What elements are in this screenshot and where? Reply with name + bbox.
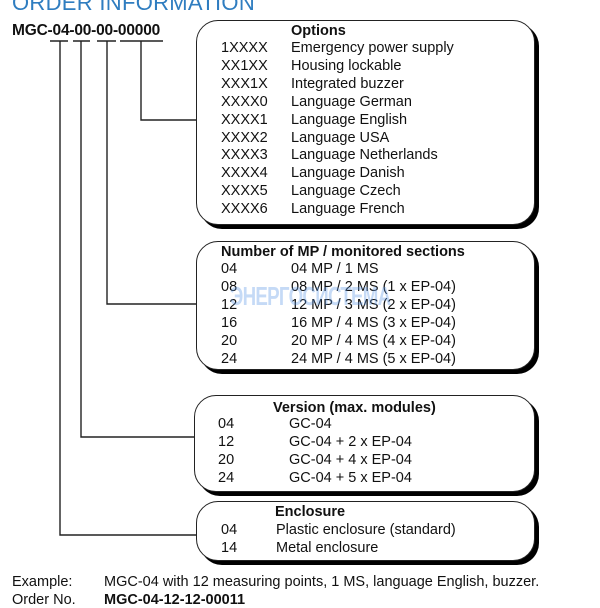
option-code: XXXX1 xyxy=(221,111,268,128)
option-description: 12 MP / 3 MS (2 x EP-04) xyxy=(291,296,456,313)
enclosure-box: Enclosure xyxy=(196,501,535,561)
option-code: XXXX6 xyxy=(221,201,268,218)
order-number-label: Order No. xyxy=(12,592,76,608)
page-title: ORDER INFORMATION xyxy=(12,0,256,15)
measuring-points-heading: Number of MP / monitored sections xyxy=(221,244,465,260)
option-description: Housing lockable xyxy=(291,57,402,74)
option-description: GC-04 + 5 x EP-04 xyxy=(289,469,412,486)
option-description: GC-04 xyxy=(289,416,332,432)
example-label: Example: xyxy=(12,574,73,590)
order-code-template: MGC-04-00-00-00000 xyxy=(12,22,161,39)
option-description: Language Czech xyxy=(291,183,401,200)
option-code: XXX1X xyxy=(221,75,268,92)
option-description: Language USA xyxy=(291,129,390,146)
example-text: MGC-04 with 12 measuring points, 1 MS, l… xyxy=(104,574,540,590)
options-heading: Options xyxy=(291,23,346,39)
option-code: 1XXXX xyxy=(221,40,268,56)
option-code: XXXX0 xyxy=(221,93,268,110)
connector-enclosure xyxy=(59,41,197,536)
option-description: 20 MP / 4 MS (4 x EP-04) xyxy=(291,332,456,349)
version-heading: Version (max. modules) xyxy=(273,400,436,416)
option-code: 04 xyxy=(218,416,235,432)
option-code: 20 xyxy=(218,451,235,468)
connector-version xyxy=(80,41,195,438)
order-number-value: MGC-04-12-12-00011 xyxy=(104,592,246,608)
enclosure-heading: Enclosure xyxy=(275,504,346,520)
option-code: XXXX5 xyxy=(221,183,268,200)
option-description: Language English xyxy=(291,111,408,128)
option-code: 04 xyxy=(221,261,238,277)
option-code: XXXX2 xyxy=(221,129,268,146)
option-description: GC-04 + 4 x EP-04 xyxy=(289,451,412,468)
option-description: 24 MP / 4 MS (5 x EP-04) xyxy=(291,350,456,367)
option-description: Language German xyxy=(291,93,412,110)
option-code: 04 xyxy=(221,522,238,538)
option-code: XX1XX xyxy=(221,57,268,74)
option-description: Metal enclosure xyxy=(276,539,379,556)
option-description: Language Netherlands xyxy=(291,147,438,164)
option-code: 12 xyxy=(221,296,238,313)
option-description: GC-04 + 2 x EP-04 xyxy=(289,433,412,450)
connector-measuring-points xyxy=(106,41,197,305)
option-code: 08 xyxy=(221,278,238,295)
option-description: Language Danish xyxy=(291,165,405,182)
options-box: Options xyxy=(196,20,535,225)
connector-options xyxy=(140,41,197,121)
option-code: 14 xyxy=(221,539,238,556)
version-box: Version (max. modules) xyxy=(194,395,535,492)
option-description: Language French xyxy=(291,201,405,218)
option-description: 04 MP / 1 MS xyxy=(291,261,379,277)
option-description: Integrated buzzer xyxy=(291,75,404,92)
measuring-points-box: Number of MP / monitored sections xyxy=(196,241,535,370)
option-code: XXXX3 xyxy=(221,147,268,164)
option-code: XXXX4 xyxy=(221,165,268,182)
option-description: 08 MP / 2 MS (1 x EP-04) xyxy=(291,278,456,295)
option-description: Emergency power supply xyxy=(291,40,454,56)
option-description: 16 MP / 4 MS (3 x EP-04) xyxy=(291,314,456,331)
option-code: 24 xyxy=(221,350,238,367)
option-code: 24 xyxy=(218,469,235,486)
option-code: 16 xyxy=(221,314,238,331)
option-code: 20 xyxy=(221,332,238,349)
option-code: 12 xyxy=(218,433,235,450)
option-description: Plastic enclosure (standard) xyxy=(276,522,456,538)
